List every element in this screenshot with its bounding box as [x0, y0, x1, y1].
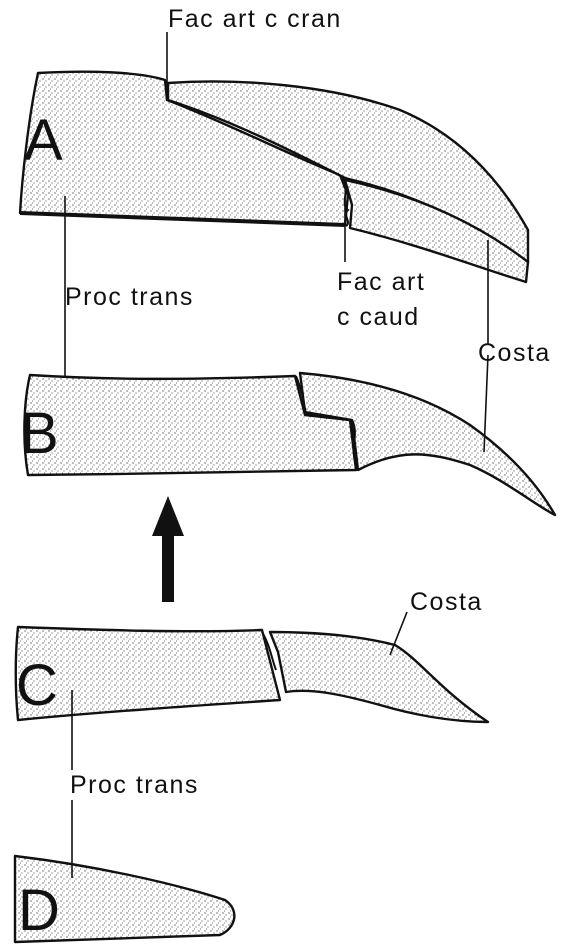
panel-d: D: [15, 856, 234, 943]
panel-a: A: [20, 72, 528, 282]
up-arrow-icon: [152, 496, 184, 602]
panel-c-costa: [270, 632, 488, 722]
panel-c: C: [16, 627, 488, 722]
panel-d-letter: D: [18, 878, 60, 943]
label-costa-1: Costa: [478, 339, 551, 367]
panel-b-letter: B: [20, 401, 59, 466]
panel-b: B: [20, 373, 555, 515]
panel-a-letter: A: [24, 108, 63, 173]
panel-c-letter: C: [16, 653, 58, 718]
label-costa-2: Costa: [410, 588, 483, 616]
label-proc-trans-2: Proc trans: [70, 771, 199, 799]
label-proc-trans-1: Proc trans: [65, 283, 194, 311]
label-fac-art-c-caud-line1: Fac art: [337, 268, 425, 296]
label-fac-art-c-caud-line2: c caud: [337, 303, 420, 331]
label-fac-art-c-cran: Fac art c cran: [168, 5, 342, 33]
